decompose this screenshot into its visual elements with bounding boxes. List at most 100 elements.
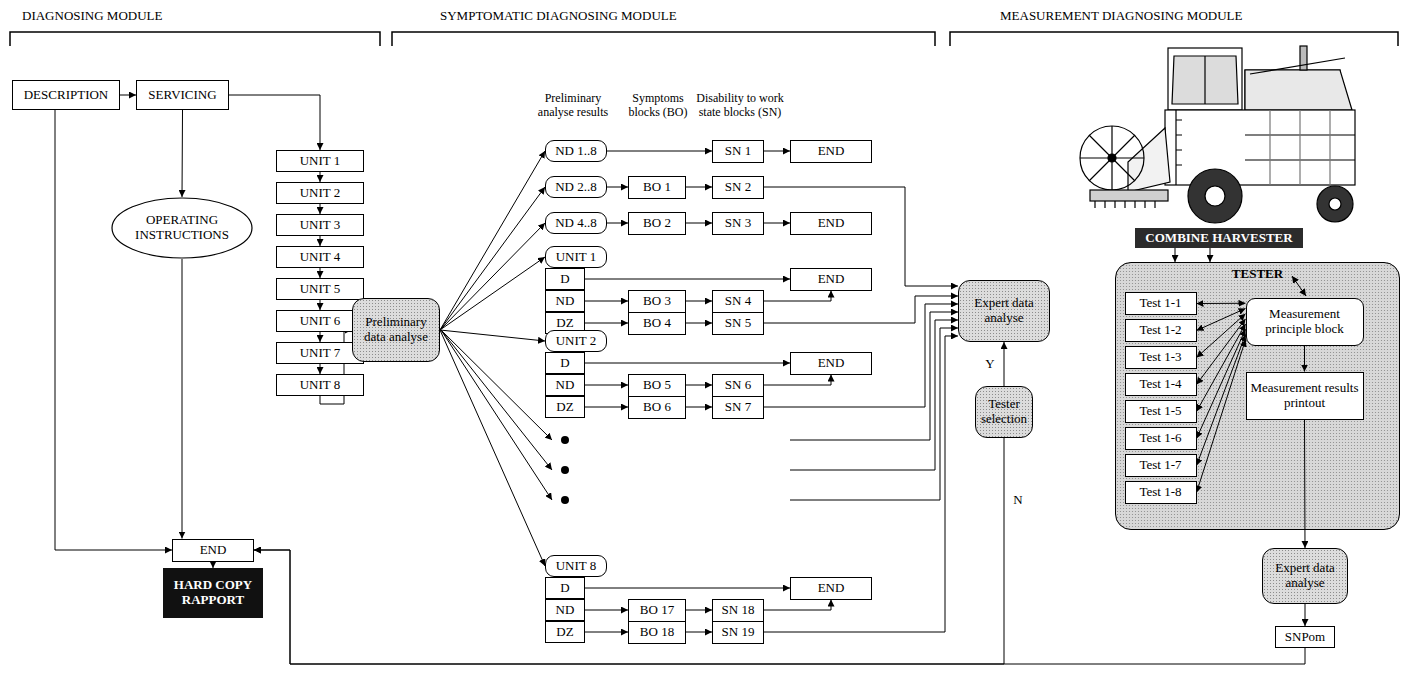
- continuation-arrow: [441, 330, 552, 500]
- flow-arrow: [607, 187, 628, 188]
- node-text: BO 2: [632, 216, 682, 231]
- flow-arrow: [585, 610, 628, 611]
- flow-arrow: [1197, 324, 1246, 411]
- flow-arrow: [764, 304, 958, 407]
- combine-harvester-illustration: [1128, 128, 1170, 192]
- node-text: SN 2: [716, 180, 760, 195]
- process-box: Test 1-6: [1125, 427, 1197, 450]
- process-box: SN 2: [712, 176, 764, 199]
- process-box: BO 17: [628, 599, 686, 622]
- combine-harvester-illustration: [1329, 198, 1341, 210]
- combine-harvester-illustration: [1188, 169, 1242, 223]
- node-text: Preliminary data analyse: [356, 315, 436, 345]
- node-text: Test 1-6: [1129, 431, 1193, 446]
- rounded-box: ND 4..8: [545, 212, 607, 234]
- node-text: UNIT 8: [549, 559, 603, 574]
- flow-arrow: [320, 236, 321, 246]
- process-box: Test 1-4: [1125, 373, 1197, 396]
- node-text: END: [794, 216, 868, 231]
- node-text: UNIT 1: [280, 154, 360, 169]
- combine-harvester-illustration: [1080, 46, 1355, 223]
- node-text: BO 1: [632, 180, 682, 195]
- continuation-arrow: [790, 320, 958, 470]
- process-box: SNPom: [1275, 626, 1335, 648]
- node-text: ND: [549, 603, 581, 618]
- process-box: END: [172, 539, 254, 562]
- ellipse-outline: [112, 198, 252, 258]
- module-bracket: [950, 32, 1398, 46]
- node-text: D: [549, 272, 581, 287]
- branch-label: Y: [983, 357, 996, 371]
- process-box: BO 1: [628, 176, 686, 199]
- instruction-ellipse: OPERATING INSTRUCTIONS: [111, 197, 253, 259]
- flow-arrow: [764, 296, 958, 323]
- process-box: DZ: [545, 621, 585, 643]
- node-text: SN 6: [716, 378, 760, 393]
- process-box: Test 1-5: [1125, 400, 1197, 423]
- combine-harvester-illustration: [1095, 201, 1155, 208]
- node-text: BO 18: [632, 625, 682, 640]
- flow-arrow: [764, 336, 958, 632]
- module-heading: DIAGNOSING MODULE: [22, 9, 302, 24]
- flow-arrow: [1197, 319, 1246, 385]
- flow-arrow: [320, 204, 321, 214]
- combine-harvester-illustration: [1108, 154, 1116, 162]
- process-box: BO 18: [628, 621, 686, 644]
- flow-arrow: [440, 151, 545, 330]
- flow-arrow: [585, 301, 628, 302]
- analysis-box: Preliminary data analyse: [352, 298, 440, 362]
- node-text: UNIT 2: [280, 186, 360, 201]
- flow-arrow: [764, 223, 790, 224]
- flow-arrow: [686, 187, 712, 188]
- tester-region-ground: [1115, 262, 1400, 530]
- flow-arrow: [1197, 308, 1246, 330]
- process-box: SN 4: [712, 290, 764, 313]
- flow-arrow: [320, 364, 321, 374]
- node-text: END: [794, 356, 868, 371]
- node-text: BO 5: [632, 378, 682, 393]
- flow-arrow: [1175, 248, 1176, 262]
- flow-arrow: [585, 323, 628, 324]
- flow-arrow: [607, 223, 628, 224]
- node-text: Test 1-2: [1129, 323, 1193, 338]
- node-text: END: [794, 144, 868, 159]
- node-text: DESCRIPTION: [16, 88, 116, 103]
- flow-arrow: [1305, 604, 1306, 626]
- combine-harvester-illustration: [1080, 126, 1144, 190]
- process-box: BO 5: [628, 374, 686, 397]
- combine-harvester-illustration: [1300, 46, 1307, 70]
- flow-arrow: [1304, 420, 1306, 549]
- flow-arrow: [182, 259, 183, 539]
- flow-arrow: [585, 632, 628, 633]
- node-text: Expert data analyse: [1266, 561, 1344, 591]
- node-text: END: [794, 272, 868, 287]
- node-text: UNIT 5: [280, 282, 360, 297]
- process-box: BO 2: [628, 212, 686, 235]
- node-text: SNPom: [1279, 630, 1331, 645]
- process-box: UNIT 1: [276, 150, 364, 172]
- process-box: Test 1-1: [1125, 292, 1197, 315]
- node-text: UNIT 6: [280, 314, 360, 329]
- process-box: BO 6: [628, 396, 686, 419]
- flow-arrow: [440, 257, 545, 330]
- node-text: DZ: [549, 625, 581, 640]
- flow-arrow: [254, 438, 1004, 664]
- analysis-box: Expert data analyse: [1262, 548, 1348, 604]
- process-box: UNIT 3: [276, 214, 364, 236]
- flow-arrow: [440, 223, 545, 330]
- continuation-arrow: [790, 312, 958, 440]
- flow-arrow: [1004, 342, 1005, 386]
- rounded-box: ND 1..8: [545, 140, 607, 162]
- rounded-box: ND 2..8: [545, 176, 607, 198]
- flow-arrow: [320, 172, 321, 182]
- rounded-box: UNIT 2: [545, 330, 607, 352]
- flow-arrow: [585, 385, 628, 386]
- combine-harvester-illustration: [1165, 110, 1355, 185]
- continuation-arrow: [1292, 276, 1306, 296]
- column-heading: Preliminary analyse results: [530, 92, 616, 120]
- node-text: Test 1-8: [1129, 485, 1193, 500]
- combine-harvester-illustration: [1317, 186, 1353, 222]
- rounded-box: Measurement principle block: [1246, 298, 1364, 346]
- node-text: Measurement principle block: [1250, 307, 1360, 337]
- process-box: ND: [545, 290, 585, 312]
